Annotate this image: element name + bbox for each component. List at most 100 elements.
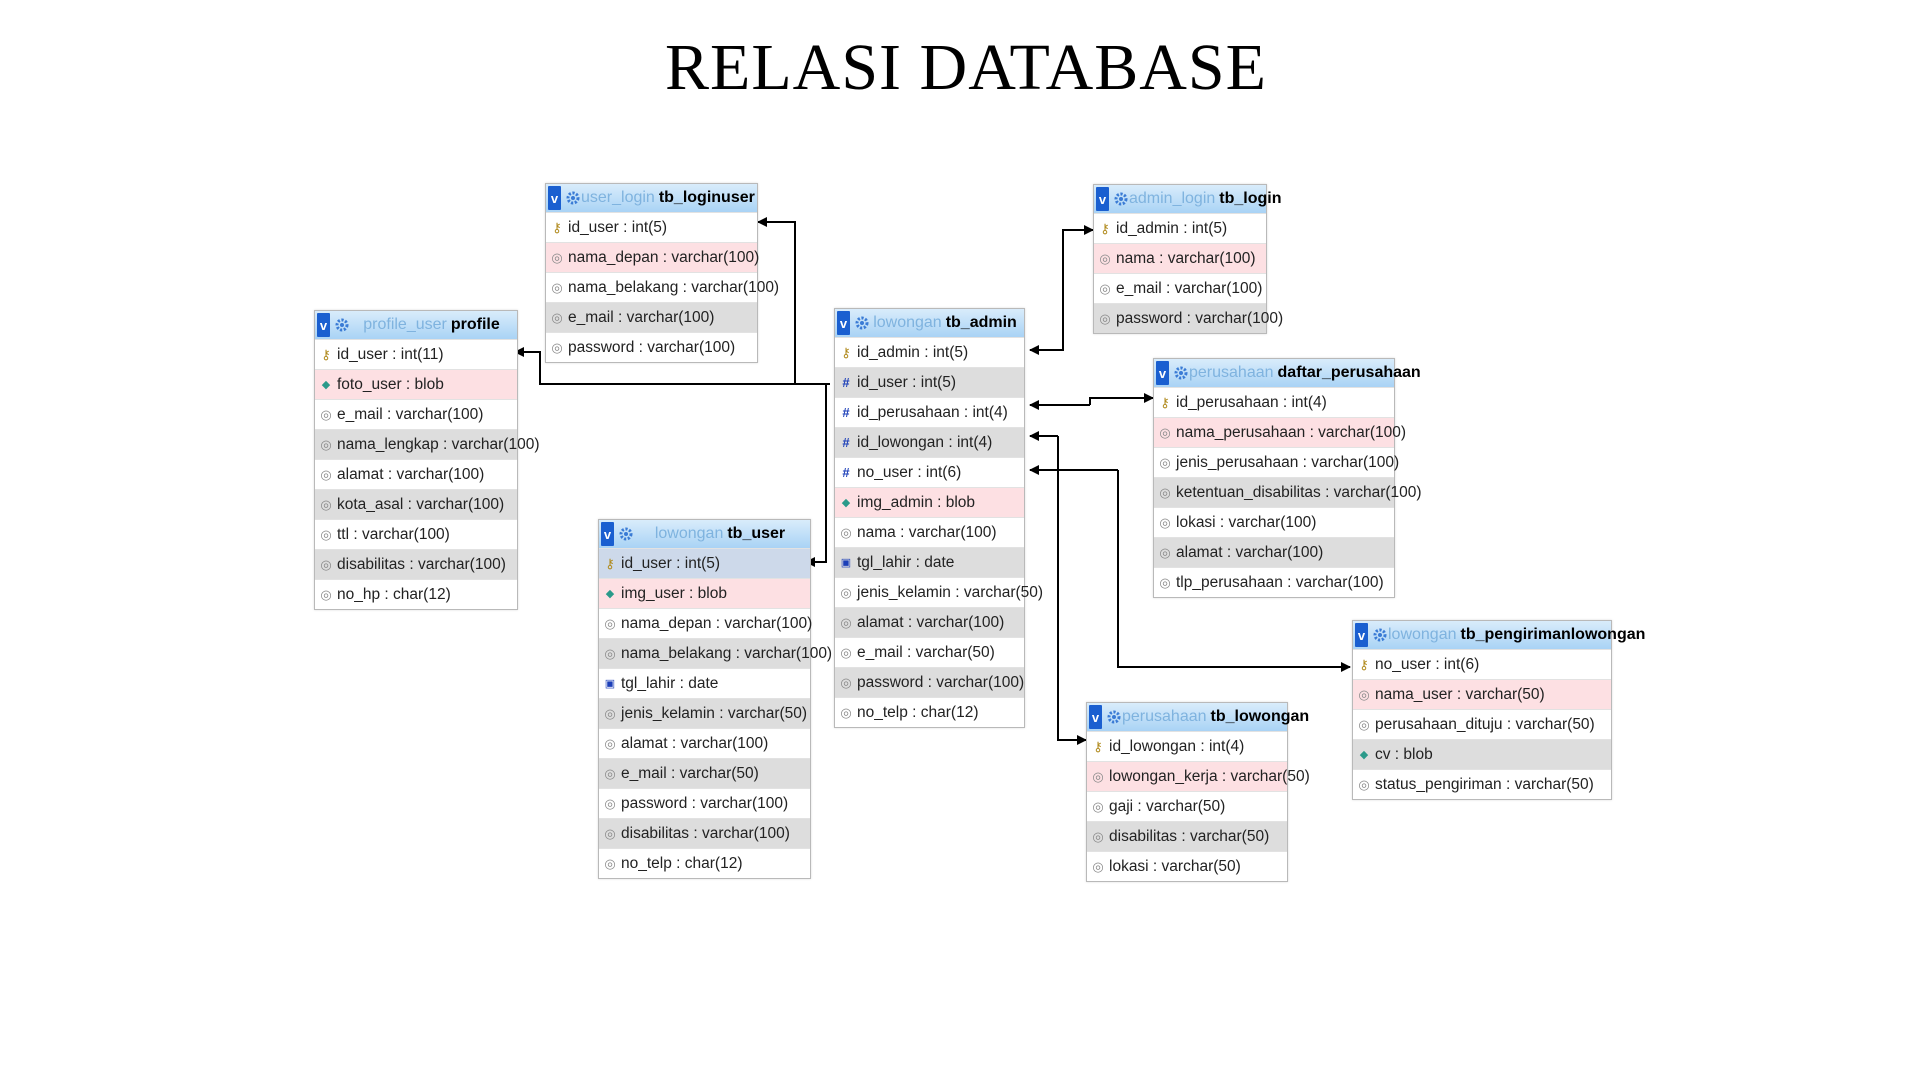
field-label: id_user : int(5) xyxy=(621,554,721,572)
field-row[interactable]: ◎nama_user : varchar(50) xyxy=(1353,679,1611,709)
field-row[interactable]: ◎e_mail : varchar(50) xyxy=(599,758,810,788)
field-row[interactable]: ◎nama : varchar(100) xyxy=(835,517,1024,547)
toggle-icon[interactable]: v xyxy=(601,522,614,546)
field-row[interactable]: ◆foto_user : blob xyxy=(315,369,517,399)
text-column-icon: ◎ xyxy=(551,309,563,325)
field-row[interactable]: ◎nama_perusahaan : varchar(100) xyxy=(1154,417,1406,447)
gear-icon[interactable] xyxy=(1372,627,1388,643)
field-row[interactable]: ◎tlp_perusahaan : varchar(100) xyxy=(1154,567,1394,597)
field-row[interactable]: ⚷id_admin : int(5) xyxy=(1094,213,1266,243)
gear-icon[interactable] xyxy=(334,317,350,333)
field-row[interactable]: #no_user : int(6) xyxy=(835,457,1024,487)
text-column-icon: ◎ xyxy=(320,526,332,542)
field-row[interactable]: ◎alamat : varchar(100) xyxy=(835,607,1024,637)
field-row[interactable]: ◆img_admin : blob xyxy=(835,487,1024,517)
gear-icon[interactable] xyxy=(854,315,870,331)
field-row[interactable]: ◎nama_depan : varchar(100) xyxy=(546,242,759,272)
field-row[interactable]: ◎nama_belakang : varchar(100) xyxy=(546,272,779,302)
field-row[interactable]: ◎alamat : varchar(100) xyxy=(315,459,517,489)
field-row[interactable]: ▣tgl_lahir : date xyxy=(599,668,810,698)
field-row[interactable]: ⚷id_user : int(5) xyxy=(546,212,757,242)
field-row[interactable]: ◎e_mail : varchar(100) xyxy=(1094,273,1266,303)
field-row[interactable]: ◎disabilitas : varchar(100) xyxy=(599,818,810,848)
field-row[interactable]: ◎nama_belakang : varchar(100) xyxy=(599,638,832,668)
toggle-icon[interactable]: v xyxy=(1089,705,1102,729)
field-row[interactable]: ◎jenis_kelamin : varchar(50) xyxy=(835,577,1043,607)
field-row[interactable]: ◎password : varchar(100) xyxy=(546,332,757,362)
text-column-icon: ◎ xyxy=(1092,858,1104,874)
field-row[interactable]: ◎nama : varchar(100) xyxy=(1094,243,1266,273)
field-row[interactable]: ◎e_mail : varchar(100) xyxy=(546,302,757,332)
field-row[interactable]: ◎nama_lengkap : varchar(100) xyxy=(315,429,539,459)
field-row[interactable]: ◎no_hp : char(12) xyxy=(315,579,517,609)
field-row[interactable]: ◎alamat : varchar(100) xyxy=(1154,537,1394,567)
text-column-icon: ◎ xyxy=(840,704,852,720)
field-row[interactable]: ◎no_telp : char(12) xyxy=(599,848,810,878)
field-row[interactable]: ◆img_user : blob xyxy=(599,578,810,608)
field-row[interactable]: #id_user : int(5) xyxy=(835,367,1024,397)
field-row[interactable]: ⚷id_admin : int(5) xyxy=(835,337,1024,367)
field-row[interactable]: ◎status_pengiriman : varchar(50) xyxy=(1353,769,1611,799)
gear-icon[interactable] xyxy=(1106,709,1122,725)
field-row[interactable]: ⚷id_user : int(5) xyxy=(599,548,810,578)
gear-icon[interactable] xyxy=(1173,365,1189,381)
toggle-icon[interactable]: v xyxy=(1096,187,1109,211)
field-row[interactable]: ◎gaji : varchar(50) xyxy=(1087,791,1287,821)
field-row[interactable]: ◎e_mail : varchar(100) xyxy=(315,399,517,429)
field-row[interactable]: #id_lowongan : int(4) xyxy=(835,427,1024,457)
field-row[interactable]: ◎disabilitas : varchar(100) xyxy=(315,549,517,579)
toggle-icon[interactable]: v xyxy=(1156,361,1169,385)
field-row[interactable]: #id_perusahaan : int(4) xyxy=(835,397,1024,427)
field-row[interactable]: ◎lokasi : varchar(100) xyxy=(1154,507,1394,537)
field-row[interactable]: ▣tgl_lahir : date xyxy=(835,547,1024,577)
field-row[interactable]: ◎password : varchar(100) xyxy=(599,788,810,818)
field-row[interactable]: ◎lowongan_kerja : varchar(50) xyxy=(1087,761,1310,791)
field-row[interactable]: ◎jenis_kelamin : varchar(50) xyxy=(599,698,810,728)
primary-key-icon: ⚷ xyxy=(841,344,851,360)
field-row[interactable]: ◎disabilitas : varchar(50) xyxy=(1087,821,1287,851)
field-row[interactable]: ◎alamat : varchar(100) xyxy=(599,728,810,758)
toggle-icon[interactable]: v xyxy=(548,186,561,210)
field-row[interactable]: ◎kota_asal : varchar(100) xyxy=(315,489,517,519)
field-row[interactable]: ◎password : varchar(100) xyxy=(835,667,1024,697)
field-row[interactable]: ◎ttl : varchar(100) xyxy=(315,519,517,549)
field-row[interactable]: ◎nama_depan : varchar(100) xyxy=(599,608,812,638)
gear-icon[interactable] xyxy=(1113,191,1129,207)
gear-icon[interactable] xyxy=(565,190,581,206)
field-row[interactable]: ⚷id_lowongan : int(4) xyxy=(1087,731,1287,761)
toggle-icon[interactable]: v xyxy=(837,311,850,335)
field-row[interactable]: ⚷no_user : int(6) xyxy=(1353,649,1611,679)
field-row[interactable]: ◎jenis_perusahaan : varchar(100) xyxy=(1154,447,1399,477)
field-row[interactable]: ◎no_telp : char(12) xyxy=(835,697,1024,727)
field-row[interactable]: ◎e_mail : varchar(50) xyxy=(835,637,1024,667)
toggle-icon[interactable]: v xyxy=(1355,623,1368,647)
field-label: id_perusahaan : int(4) xyxy=(1176,393,1327,411)
field-row[interactable]: ⚷id_perusahaan : int(4) xyxy=(1154,387,1394,417)
toggle-icon[interactable]: v xyxy=(317,313,330,337)
relation-line-user-login xyxy=(757,217,830,385)
field-row[interactable]: ◎perusahaan_dituju : varchar(50) xyxy=(1353,709,1611,739)
field-row[interactable]: ◆cv : blob xyxy=(1353,739,1611,769)
field-row[interactable]: ◎password : varchar(100) xyxy=(1094,303,1283,333)
field-label: nama_belakang : varchar(100) xyxy=(568,278,780,296)
field-row[interactable]: ⚷id_user : int(11) xyxy=(315,339,517,369)
field-row[interactable]: ◎ketentuan_disabilitas : varchar(100) xyxy=(1154,477,1422,507)
gear-icon[interactable] xyxy=(618,526,634,542)
field-row[interactable]: ◎lokasi : varchar(50) xyxy=(1087,851,1287,881)
